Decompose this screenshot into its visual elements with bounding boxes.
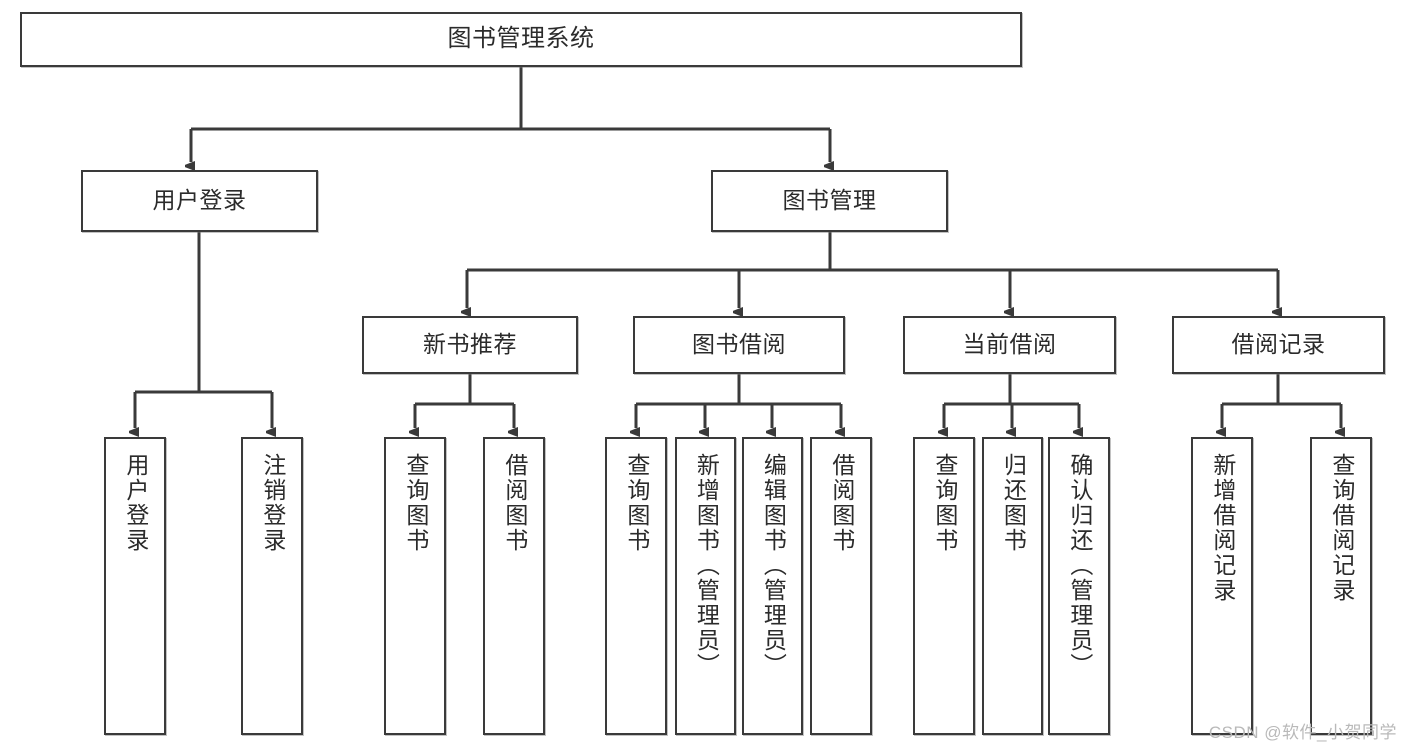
- node-label: 用户登录: [122, 453, 149, 553]
- node-root-system[interactable]: 图书管理系统: [20, 12, 1022, 67]
- leaf-current-borrow-confirm[interactable]: 确认归还（管理员）: [1048, 437, 1110, 735]
- leaf-book-borrow-edit[interactable]: 编辑图书（管理员）: [742, 437, 803, 735]
- node-user-login[interactable]: 用户登录: [81, 170, 318, 232]
- leaf-user-login-signin[interactable]: 用户登录: [104, 437, 166, 735]
- leaf-current-borrow-query[interactable]: 查询图书: [913, 437, 975, 735]
- leaf-new-book-borrow[interactable]: 借阅图书: [483, 437, 545, 735]
- node-book-borrow[interactable]: 图书借阅: [633, 316, 845, 374]
- node-label: 查询借阅记录: [1328, 453, 1355, 603]
- csdn-watermark: CSDN @软件_小贺同学: [1208, 723, 1397, 742]
- node-label: 新书推荐: [423, 331, 517, 358]
- node-borrow-record[interactable]: 借阅记录: [1172, 316, 1385, 374]
- node-label: 新增借阅记录: [1209, 453, 1236, 603]
- node-label: 图书管理: [782, 187, 877, 214]
- node-label: 新增图书（管理员）: [693, 453, 720, 678]
- leaf-book-borrow-add[interactable]: 新增图书（管理员）: [675, 437, 736, 735]
- node-label: 确认归还（管理员）: [1066, 453, 1093, 678]
- node-label: 查询图书: [402, 453, 429, 553]
- node-label: 用户登录: [152, 187, 247, 214]
- node-current-borrow[interactable]: 当前借阅: [903, 316, 1116, 374]
- leaf-user-login-signout[interactable]: 注销登录: [241, 437, 303, 735]
- node-label: 借阅图书: [828, 453, 855, 553]
- node-label: 注销登录: [259, 453, 286, 553]
- node-label: 当前借阅: [962, 331, 1057, 358]
- node-label: 借阅图书: [501, 453, 528, 553]
- node-label: 图书借阅: [692, 331, 786, 358]
- node-label: 归还图书: [1000, 453, 1027, 553]
- leaf-current-borrow-return[interactable]: 归还图书: [982, 437, 1043, 735]
- leaf-new-book-query[interactable]: 查询图书: [384, 437, 446, 735]
- leaf-book-borrow-lend[interactable]: 借阅图书: [810, 437, 872, 735]
- node-label: 查询图书: [623, 453, 650, 553]
- node-label: 借阅记录: [1231, 331, 1326, 358]
- leaf-borrow-record-add[interactable]: 新增借阅记录: [1191, 437, 1253, 735]
- node-book-management[interactable]: 图书管理: [711, 170, 948, 232]
- node-new-book-recommend[interactable]: 新书推荐: [362, 316, 578, 374]
- node-label: 编辑图书（管理员）: [760, 453, 787, 678]
- node-label: 图书管理系统: [447, 25, 595, 53]
- leaf-borrow-record-query[interactable]: 查询借阅记录: [1310, 437, 1372, 735]
- node-label: 查询图书: [931, 453, 958, 553]
- leaf-book-borrow-query[interactable]: 查询图书: [605, 437, 667, 735]
